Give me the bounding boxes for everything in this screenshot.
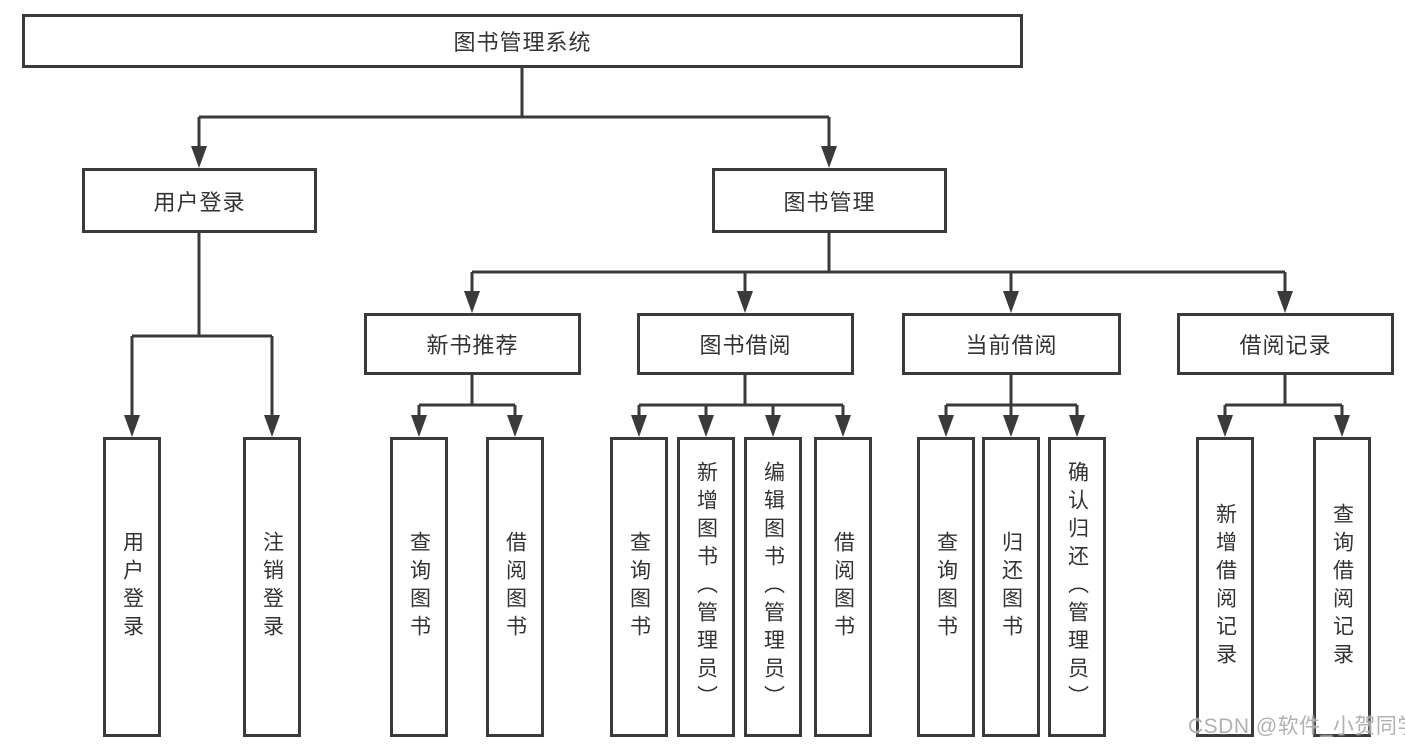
- leaf-label: 查询图书: [934, 531, 958, 643]
- node-user-login: 用户登录: [82, 168, 317, 233]
- leaf-label: 注销登录: [260, 531, 284, 643]
- leaf-add-borrow-record: 新增借阅记录: [1196, 437, 1254, 737]
- leaf-label: 查询借阅记录: [1330, 503, 1354, 671]
- leaf-return-books: 归还图书: [982, 437, 1040, 737]
- arrowheads: [124, 146, 1350, 437]
- leaf-borrow-books-recommend: 借阅图书: [486, 437, 544, 737]
- leaf-logout: 注销登录: [243, 437, 301, 737]
- leaf-add-books-admin: 新增图书（管理员）: [677, 437, 735, 737]
- leaf-label: 借阅图书: [503, 531, 527, 643]
- leaf-label: 查询图书: [627, 531, 651, 643]
- node-borrowing-records: 借阅记录: [1177, 313, 1394, 375]
- leaf-label: 编辑图书（管理员）: [761, 461, 785, 713]
- leaf-label: 新增图书（管理员）: [694, 461, 718, 713]
- leaf-confirm-return-admin: 确认归还（管理员）: [1048, 437, 1106, 737]
- leaf-label: 新增借阅记录: [1213, 503, 1237, 671]
- leaf-query-books-borrowing: 查询图书: [610, 437, 668, 737]
- leaf-label: 查询图书: [407, 531, 431, 643]
- leaf-label: 确认归还（管理员）: [1065, 461, 1089, 713]
- node-book-borrowing: 图书借阅: [637, 313, 854, 375]
- leaf-borrow-books-borrowing: 借阅图书: [814, 437, 872, 737]
- node-root: 图书管理系统: [22, 14, 1023, 68]
- leaf-query-books-current: 查询图书: [917, 437, 975, 737]
- leaf-edit-books-admin: 编辑图书（管理员）: [744, 437, 802, 737]
- leaf-label: 用户登录: [120, 531, 144, 643]
- node-current-borrowing: 当前借阅: [902, 313, 1121, 375]
- leaf-user-login: 用户登录: [103, 437, 161, 737]
- leaf-label: 归还图书: [999, 531, 1023, 643]
- leaf-label: 借阅图书: [831, 531, 855, 643]
- node-new-book-recommend: 新书推荐: [364, 313, 581, 375]
- node-book-management: 图书管理: [712, 168, 947, 233]
- leaf-query-books-recommend: 查询图书: [390, 437, 448, 737]
- csdn-watermark: CSDN @软件_小贺同学: [1188, 715, 1405, 738]
- leaf-query-borrow-record: 查询借阅记录: [1313, 437, 1371, 737]
